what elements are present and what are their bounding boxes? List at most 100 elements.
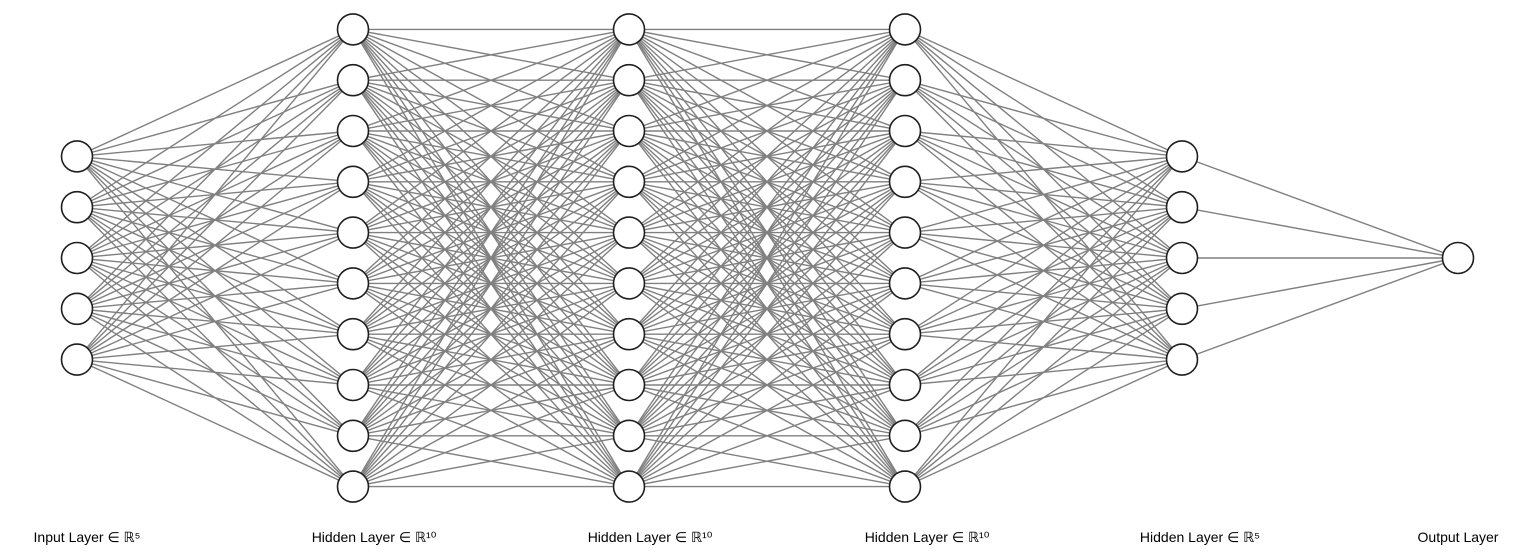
neuron-layer3-7 bbox=[888, 368, 922, 402]
edge-l2-n9-to-n7 bbox=[628, 384, 906, 488]
edge-l1-n9-to-n5 bbox=[352, 282, 630, 488]
layer-label-hidden-2: Hidden Layer ∈ ℝ¹⁰ bbox=[587, 529, 713, 545]
edge-l1-n5-to-n0 bbox=[352, 28, 630, 284]
neuron-layer4-1 bbox=[1165, 190, 1199, 224]
layer-label-hidden-4: Hidden Layer ∈ ℝ⁵ bbox=[1139, 529, 1261, 545]
edge-l4-n3-to-n0 bbox=[1181, 257, 1459, 310]
edge-l1-n9-to-n7 bbox=[352, 384, 630, 488]
edge-l2-n7-to-n0 bbox=[628, 28, 906, 386]
neuron-layer2-1 bbox=[612, 63, 646, 97]
neuron-layer1-5 bbox=[336, 267, 370, 300]
edge-l3-n9-to-n0 bbox=[904, 155, 1183, 488]
neuron-layer1-2 bbox=[336, 114, 370, 148]
edge-l1-n9-to-n1 bbox=[352, 79, 630, 487]
edge-l3-n2-to-n0 bbox=[904, 130, 1183, 158]
edge-l3-n1-to-n0 bbox=[904, 79, 1183, 158]
edge-l1-n7-to-n0 bbox=[352, 28, 630, 386]
edge-l2-n8-to-n0 bbox=[628, 29, 906, 437]
edge-l1-n9-to-n0 bbox=[352, 29, 630, 487]
edge-l0-n4-to-n4 bbox=[76, 231, 354, 361]
neuron-layer3-6 bbox=[888, 317, 922, 351]
neuron-layer1-7 bbox=[336, 368, 370, 402]
neuron-layer4-2 bbox=[1165, 241, 1199, 275]
edge-l0-n4-to-n6 bbox=[76, 333, 354, 361]
edge-l1-n9-to-n6 bbox=[352, 333, 630, 488]
edge-l3-n4-to-n0 bbox=[904, 155, 1183, 234]
neuron-layer2-9 bbox=[612, 470, 646, 503]
neuron-layer1-3 bbox=[336, 165, 370, 199]
edge-l1-n9-to-n2 bbox=[352, 130, 630, 488]
neuron-layer0-2 bbox=[60, 241, 94, 275]
neuron-layer1-0 bbox=[336, 13, 370, 46]
neuron-layer4-0 bbox=[1165, 140, 1199, 173]
neuron-layer2-5 bbox=[612, 267, 646, 300]
neuron-layer2-3 bbox=[612, 165, 646, 199]
neuron-layer0-4 bbox=[60, 343, 94, 376]
neuron-layer3-8 bbox=[888, 419, 922, 453]
neuron-layer1-4 bbox=[336, 216, 370, 249]
edge-l3-n9-to-n1 bbox=[904, 206, 1183, 488]
edge-l3-n0-to-n0 bbox=[904, 28, 1183, 158]
edge-l4-n4-to-n0 bbox=[1181, 257, 1459, 361]
edge-l1-n9-to-n8 bbox=[352, 435, 630, 488]
edge-l1-n2-to-n0 bbox=[352, 28, 630, 132]
neuron-layer2-8 bbox=[612, 419, 646, 453]
edge-l4-n1-to-n0 bbox=[1181, 206, 1459, 259]
layer-label-hidden-3: Hidden Layer ∈ ℝ¹⁰ bbox=[864, 529, 990, 545]
neuron-layer0-3 bbox=[60, 292, 94, 326]
edge-l0-n4-to-n9 bbox=[76, 358, 354, 488]
neuron-layer2-6 bbox=[612, 317, 646, 351]
edge-l3-n6-to-n0 bbox=[904, 155, 1183, 335]
edge-l0-n2-to-n0 bbox=[76, 28, 354, 259]
edge-l0-n0-to-n0 bbox=[76, 28, 354, 158]
edge-l0-n4-to-n1 bbox=[76, 79, 354, 361]
edge-l2-n9-to-n8 bbox=[628, 435, 906, 488]
neuron-layer1-1 bbox=[336, 63, 370, 97]
neuron-layer4-4 bbox=[1165, 343, 1199, 376]
neuron-layer2-4 bbox=[612, 216, 646, 249]
edge-l2-n5-to-n0 bbox=[628, 28, 906, 284]
edge-l2-n9-to-n1 bbox=[628, 79, 906, 487]
neuron-layer1-6 bbox=[336, 317, 370, 351]
neuron-layer0-1 bbox=[60, 190, 94, 224]
edge-l3-n5-to-n0 bbox=[904, 155, 1183, 285]
edge-l1-n3-to-n0 bbox=[352, 28, 630, 183]
edge-l2-n9-to-n2 bbox=[628, 130, 906, 488]
neuron-layer1-8 bbox=[336, 419, 370, 453]
edge-l2-n9-to-n6 bbox=[628, 333, 906, 488]
edge-l0-n1-to-n0 bbox=[76, 28, 354, 208]
edge-l1-n6-to-n0 bbox=[352, 28, 630, 335]
edge-l2-n4-to-n0 bbox=[628, 28, 906, 234]
neuron-layer3-0 bbox=[888, 13, 922, 46]
edge-l2-n9-to-n3 bbox=[628, 181, 906, 488]
edge-l3-n8-to-n0 bbox=[904, 155, 1183, 437]
edge-l2-n6-to-n0 bbox=[628, 28, 906, 335]
neuron-layer3-9 bbox=[888, 470, 922, 503]
edge-l0-n4-to-n7 bbox=[76, 358, 354, 386]
edge-l0-n4-to-n8 bbox=[76, 358, 354, 437]
neuron-layer4-3 bbox=[1165, 292, 1199, 326]
layer-label-hidden-1: Hidden Layer ∈ ℝ¹⁰ bbox=[311, 529, 437, 545]
layer-label-input: Input Layer ∈ ℝ⁵ bbox=[33, 529, 141, 545]
neuron-layer3-3 bbox=[888, 165, 922, 199]
neuron-layer3-2 bbox=[888, 114, 922, 148]
edge-l3-n9-to-n2 bbox=[904, 257, 1183, 488]
edge-l4-n0-to-n0 bbox=[1181, 155, 1459, 259]
neuron-layer5-0 bbox=[1441, 241, 1475, 275]
connections bbox=[76, 28, 1459, 488]
edge-l0-n4-to-n3 bbox=[76, 181, 354, 361]
edge-l3-n9-to-n3 bbox=[904, 308, 1183, 488]
neuron-layer3-4 bbox=[888, 216, 922, 249]
edge-l2-n9-to-n5 bbox=[628, 282, 906, 488]
neuron-layer2-0 bbox=[612, 13, 646, 46]
edge-l1-n4-to-n0 bbox=[352, 28, 630, 234]
layer-label-output: Output Layer bbox=[1417, 529, 1499, 545]
neuron-layer1-9 bbox=[336, 470, 370, 503]
neuron-layer2-7 bbox=[612, 368, 646, 402]
edge-l2-n2-to-n0 bbox=[628, 28, 906, 132]
edge-l2-n1-to-n0 bbox=[628, 28, 906, 81]
edge-l1-n8-to-n0 bbox=[352, 29, 630, 437]
edge-l0-n4-to-n5 bbox=[76, 282, 354, 361]
neuron-layer3-1 bbox=[888, 63, 922, 97]
